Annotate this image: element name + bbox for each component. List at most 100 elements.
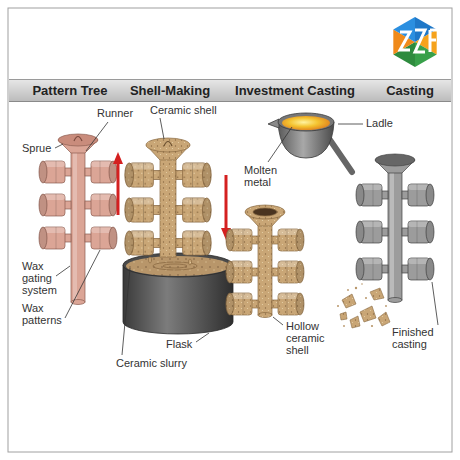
wax-pattern-tree	[39, 161, 71, 183]
part-label: Ceramic shell	[150, 104, 217, 116]
dip-arrows	[113, 152, 123, 164]
part-label: Molten metal	[244, 164, 284, 188]
leader-lines	[65, 250, 100, 318]
shell-fragments	[337, 305, 339, 307]
logo	[393, 17, 415, 42]
ceramic-shell-tree	[189, 259, 192, 265]
part-label: Finished casting	[392, 326, 438, 350]
flask	[163, 264, 187, 268]
shell-fragments	[370, 288, 384, 300]
wax-pattern-tree	[85, 161, 117, 183]
ceramic-shell-tree	[160, 145, 176, 257]
wax-pattern-tree	[39, 227, 71, 249]
ceramic-shell-tree	[125, 163, 160, 187]
leader-lines	[268, 127, 292, 162]
finished-casting	[402, 184, 434, 206]
hollow-ceramic-shell	[272, 229, 304, 251]
wax-pattern-tree	[73, 142, 77, 300]
hollow-ceramic-shell	[245, 205, 285, 219]
part-label: Ladle	[366, 117, 393, 129]
dip-arrows	[225, 175, 228, 230]
dip-arrows	[117, 162, 120, 215]
logo	[393, 17, 437, 67]
part-label: Runner	[97, 107, 133, 119]
hollow-ceramic-shell	[226, 229, 258, 251]
leader-lines	[160, 118, 164, 139]
hollow-ceramic-shell	[272, 261, 304, 283]
ceramic-shell-tree	[146, 138, 190, 152]
shell-fragments	[337, 283, 390, 328]
shell-fragments	[355, 287, 357, 289]
hollow-ceramic-shell	[258, 313, 272, 318]
leader-lines	[338, 124, 363, 125]
finished-casting	[356, 184, 388, 206]
ceramic-shell-tree	[125, 138, 211, 265]
shell-fragments	[340, 312, 347, 320]
ceramic-shell-tree	[125, 231, 160, 255]
shell-fragments	[371, 325, 373, 327]
leader-lines	[86, 122, 108, 151]
leader-lines	[196, 333, 209, 342]
ceramic-shell-tree	[125, 198, 160, 222]
frame	[8, 8, 452, 452]
shell-fragments	[378, 312, 390, 326]
finished-casting	[388, 160, 402, 300]
shell-fragments	[342, 294, 356, 308]
wax-pattern-tree	[85, 227, 117, 249]
column-heading: Casting	[386, 83, 434, 98]
leader-lines	[56, 266, 70, 276]
finished-casting	[390, 162, 394, 298]
ladle	[282, 116, 330, 130]
hollow-ceramic-shell	[258, 212, 272, 315]
logo	[415, 30, 425, 52]
logo	[400, 32, 410, 50]
shell-fragments	[347, 289, 349, 291]
column-heading: Investment Casting	[235, 83, 355, 98]
wax-pattern-tree	[39, 194, 71, 216]
heading-band: Pattern TreeShell-MakingInvestment Casti…	[9, 79, 451, 102]
finished-casting	[402, 258, 434, 280]
shell-fragments	[343, 325, 345, 327]
ladle	[330, 140, 352, 172]
dip-arrows	[113, 152, 231, 240]
ceramic-shell-tree	[176, 163, 211, 187]
leader-lines	[55, 144, 63, 148]
hollow-ceramic-shell	[226, 205, 304, 318]
ladle	[268, 119, 279, 128]
ladle	[278, 113, 334, 131]
shell-fragments	[365, 297, 367, 299]
shell-fragments	[350, 316, 360, 328]
ceramic-shell-tree	[149, 257, 152, 263]
hollow-ceramic-shell	[253, 208, 277, 216]
flask	[123, 253, 233, 334]
ceramic-shell-tree	[176, 198, 211, 222]
finished-casting	[402, 221, 434, 243]
leader-lines	[122, 268, 130, 355]
finished-casting	[356, 258, 388, 280]
logo	[430, 39, 436, 42]
hollow-ceramic-shell	[226, 261, 258, 283]
hollow-ceramic-shell	[226, 293, 258, 315]
part-label: Wax gating system	[22, 260, 64, 296]
finished-casting	[388, 298, 402, 303]
shell-fragments	[361, 283, 363, 285]
ceramic-shell-tree	[176, 231, 211, 255]
part-label: Sprue	[22, 142, 51, 154]
finished-casting	[375, 154, 415, 166]
ceramic-shell-tree	[164, 142, 172, 147]
wax-pattern-tree	[71, 140, 85, 302]
finished-casting	[356, 154, 434, 303]
wax-pattern-tree	[74, 137, 82, 142]
leader-lines	[273, 317, 283, 325]
part-label: Ceramic slurry	[116, 357, 187, 369]
leader-lines	[55, 118, 438, 355]
hollow-ceramic-shell	[272, 293, 304, 315]
logo	[430, 29, 437, 32]
part-label: Hollow ceramic shell	[286, 320, 332, 356]
shell-fragments	[385, 305, 387, 307]
part-label: Flask	[166, 338, 192, 350]
flask	[123, 253, 233, 277]
ladle	[268, 113, 352, 172]
finished-casting	[356, 221, 388, 243]
